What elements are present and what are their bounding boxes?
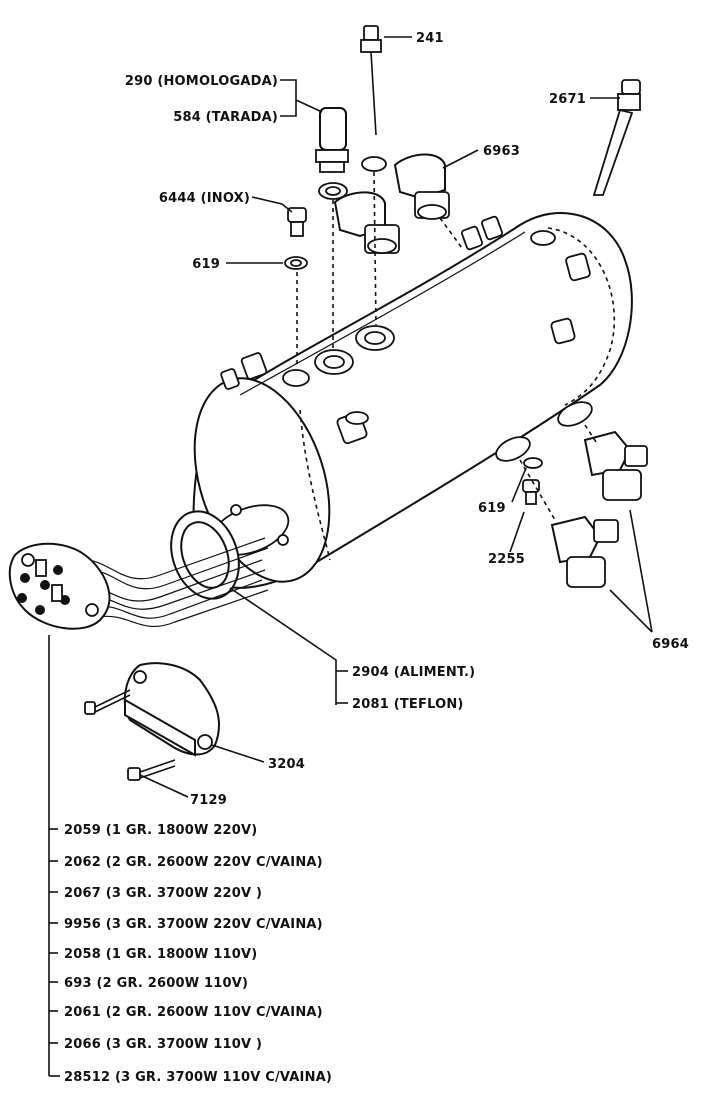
label-2081: 2081 (TEFLON)	[352, 697, 464, 712]
nozzle-left-1	[220, 352, 268, 390]
element-item: 693 (2 GR. 2600W 110V)	[64, 976, 248, 991]
tank-fittings	[210, 215, 593, 556]
list-ticks	[49, 828, 60, 1077]
label-241: 241	[416, 31, 444, 46]
screw-7129	[127, 759, 176, 781]
element-item: 2061 (2 GR. 2600W 110V C/VAINA)	[64, 1005, 323, 1020]
callout-labels: 241 290 (HOMOLOGADA) 584 (TARADA) 2671 6…	[125, 31, 689, 808]
level-probe-241	[360, 25, 382, 136]
element-list: 2059 (1 GR. 1800W 220V) 2062 (2 GR. 2600…	[64, 823, 332, 1085]
fitting-6963-b	[333, 191, 400, 254]
element-item: 2066 (3 GR. 3700W 110V )	[64, 1037, 262, 1052]
label-619-top: 619	[192, 257, 220, 272]
label-2904: 2904 (ALIMENT.)	[352, 665, 475, 680]
leader-lines	[48, 36, 653, 1076]
screw-upper	[84, 689, 131, 715]
thermostat-bracket-3204	[123, 662, 220, 757]
fitting-6964-upper	[583, 430, 648, 501]
fitting-6444	[287, 207, 307, 237]
probe-2671	[592, 79, 641, 196]
label-7129: 7129	[190, 793, 227, 808]
element-item: 28512 (3 GR. 3700W 110V C/VAINA)	[64, 1070, 332, 1085]
label-2671: 2671	[549, 92, 586, 107]
label-6444: 6444 (INOX)	[159, 191, 250, 206]
element-item: 2059 (1 GR. 1800W 220V)	[64, 823, 257, 838]
label-619-side: 619	[478, 501, 506, 516]
label-6963: 6963	[483, 144, 520, 159]
element-item: 2062 (2 GR. 2600W 220V C/VAINA)	[64, 855, 323, 870]
safety-valve-290	[315, 107, 349, 173]
gasket-top-1	[361, 156, 387, 172]
plug-2255	[522, 479, 540, 505]
fitting-6964-lower	[550, 515, 619, 588]
heating-element	[8, 537, 269, 630]
label-2255: 2255	[488, 552, 525, 567]
element-item: 2067 (3 GR. 3700W 220V )	[64, 886, 262, 901]
fitting-6963-a	[393, 153, 450, 220]
washer-619-side	[523, 457, 543, 469]
label-3204: 3204	[268, 757, 305, 772]
label-6964: 6964	[652, 637, 689, 652]
label-584: 584 (TARADA)	[173, 110, 278, 125]
label-290: 290 (HOMOLOGADA)	[125, 74, 278, 89]
element-item: 9956 (3 GR. 3700W 220V C/VAINA)	[64, 917, 323, 932]
element-item: 2058 (1 GR. 1800W 110V)	[64, 947, 257, 962]
